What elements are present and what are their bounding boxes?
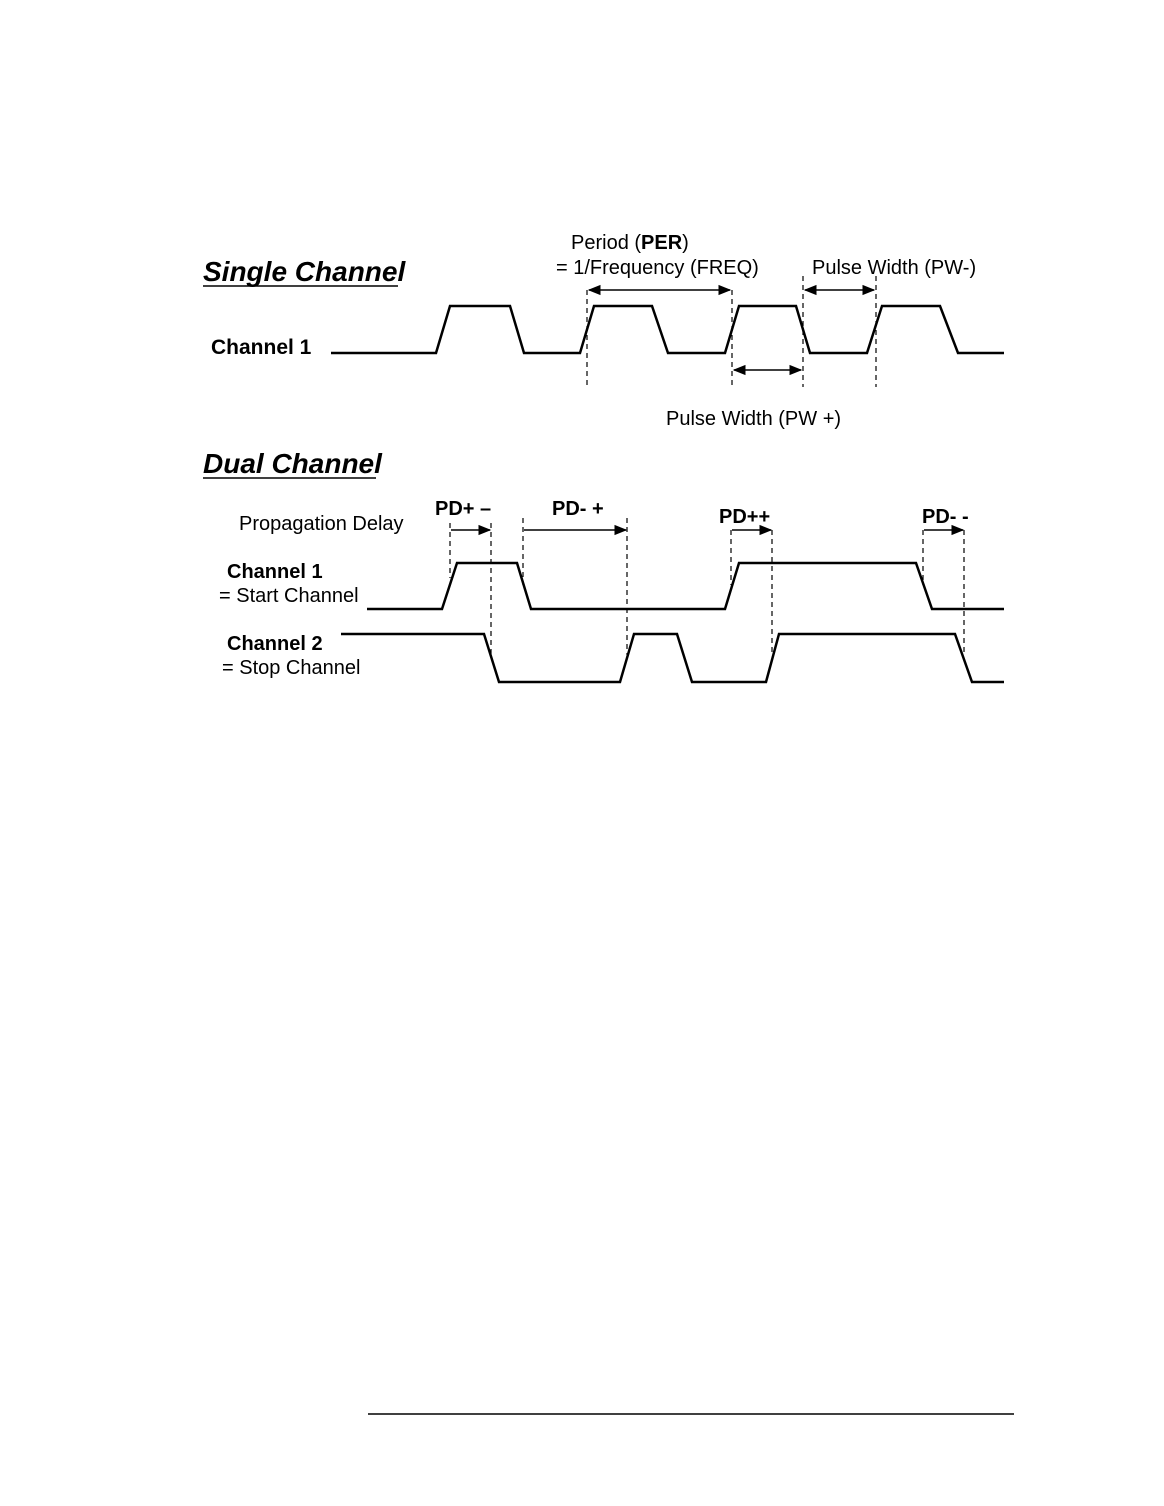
- stop-channel-waveform: [341, 634, 1004, 682]
- propagation-delay-label: Propagation Delay: [239, 513, 404, 535]
- start-channel-waveform: [367, 563, 1004, 609]
- dual-channel-2-label: Channel 2: [227, 633, 323, 655]
- pd-plus-minus-label: PD+ –: [435, 498, 491, 520]
- stop-channel-label: = Stop Channel: [222, 657, 360, 679]
- pulse-width-plus-label: Pulse Width (PW +): [666, 408, 841, 430]
- start-channel-label: = Start Channel: [219, 585, 359, 607]
- frequency-label: = 1/Frequency (FREQ): [556, 257, 759, 279]
- dual-channel-1-label: Channel 1: [227, 561, 323, 583]
- pd-minus-plus-label: PD- +: [552, 498, 604, 520]
- single-channel-heading: Single Channel: [203, 256, 406, 287]
- channel-1-waveform: [331, 306, 1004, 353]
- period-label: Period (PER): [571, 232, 689, 254]
- channel-1-label: Channel 1: [211, 336, 312, 359]
- pd-minus-minus-label: PD- -: [922, 506, 969, 528]
- single-channel-section: Single Channel Channel 1 Period (PER) = …: [203, 232, 1004, 430]
- dual-channel-section: Dual Channel Propagation Delay PD+ – PD-…: [203, 448, 1004, 682]
- pulse-width-minus-label: Pulse Width (PW-): [812, 257, 976, 279]
- dual-channel-heading: Dual Channel: [203, 448, 383, 479]
- pd-plus-plus-label: PD++: [719, 506, 770, 528]
